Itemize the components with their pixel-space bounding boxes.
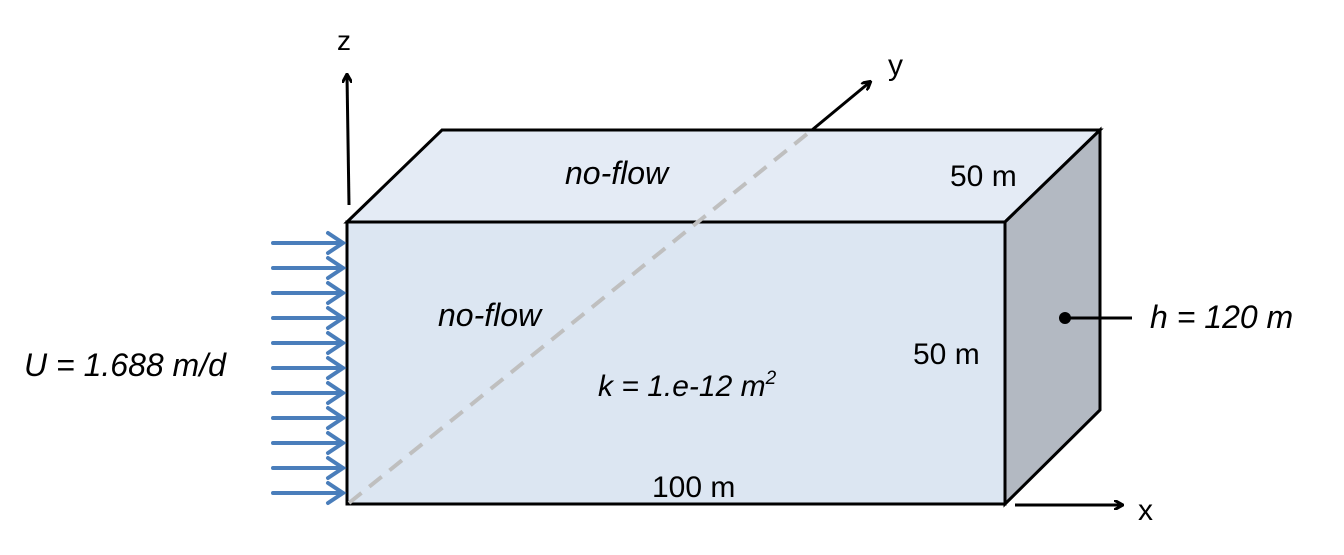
y-axis-arrow [811, 82, 870, 132]
inflow-arrow [271, 456, 347, 480]
inflow-arrow [271, 381, 347, 405]
height-label: 50 m [913, 338, 980, 371]
inflow-label: U = 1.688 m/d [24, 347, 227, 383]
width-label: 50 m [950, 160, 1017, 193]
inflow-arrow [271, 481, 347, 505]
top-no-flow-label: no-flow [565, 155, 670, 191]
inflow-arrow [271, 306, 347, 330]
front-face [345, 220, 1007, 506]
side-no-flow-label: no-flow [438, 297, 543, 333]
inflow-arrows [271, 231, 347, 505]
y-axis-dashed [347, 128, 814, 505]
y-axis-label: y [888, 49, 903, 82]
head-label: h = 120 m [1150, 299, 1293, 335]
x-axis-label: x [1138, 494, 1153, 527]
inflow-arrow [271, 281, 347, 305]
inflow-arrow [271, 331, 347, 355]
z-axis-label: z [337, 25, 351, 56]
inflow-arrow [271, 356, 347, 380]
permeability-label: k = 1.e-12 m2 [598, 368, 777, 403]
inflow-arrow [271, 256, 347, 280]
z-axis-arrow [347, 75, 349, 206]
inflow-arrow [271, 231, 347, 255]
length-label: 100 m [652, 471, 735, 504]
inflow-arrow [271, 406, 347, 430]
inflow-arrow [271, 431, 347, 455]
